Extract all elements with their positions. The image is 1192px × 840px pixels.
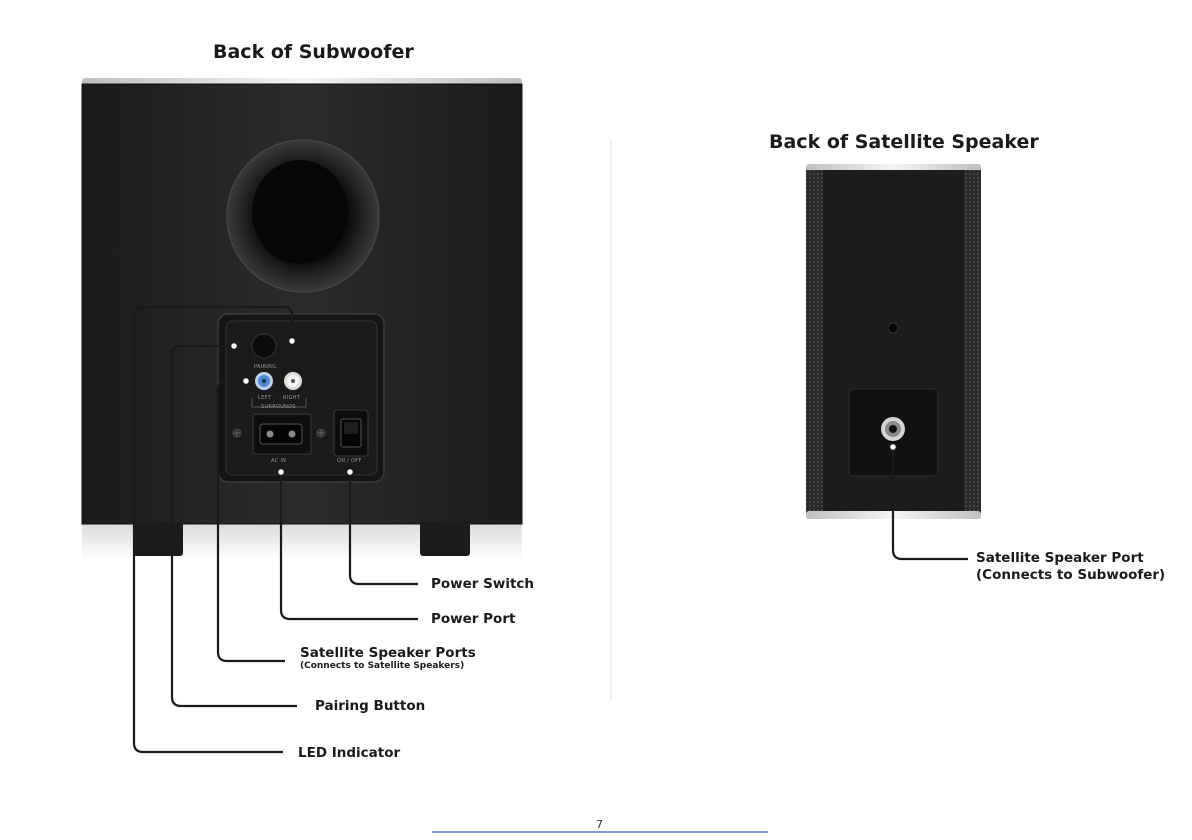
power-port-label: Power Port: [431, 611, 515, 627]
pairing-button-label: Pairing Button: [315, 698, 425, 714]
pairing-silkscreen: PAIRING: [254, 364, 276, 370]
satellite-port-label: Satellite Speaker Port: [976, 550, 1144, 566]
ac-in-silkscreen: AC IN: [271, 458, 286, 464]
satellite-ports-label: Satellite Speaker Ports: [300, 645, 476, 661]
satellite-port-sublabel: (Connects to Subwoofer): [976, 567, 1165, 583]
led-indicator-label: LED Indicator: [298, 745, 400, 761]
on-off-silkscreen: ON / OFF: [337, 458, 362, 464]
bass-port: [227, 140, 379, 292]
power-switch-label: Power Switch: [431, 576, 534, 592]
satellite-ports-sublabel: (Connects to Satellite Speakers): [300, 661, 464, 671]
subwoofer-image: [82, 78, 522, 560]
right-silkscreen: RIGHT: [283, 395, 300, 401]
connector-panel: [218, 314, 384, 482]
surrounds-silkscreen: SURROUNDS: [261, 404, 296, 410]
left-silkscreen: LEFT: [258, 395, 271, 401]
page-number: 7: [596, 818, 603, 831]
